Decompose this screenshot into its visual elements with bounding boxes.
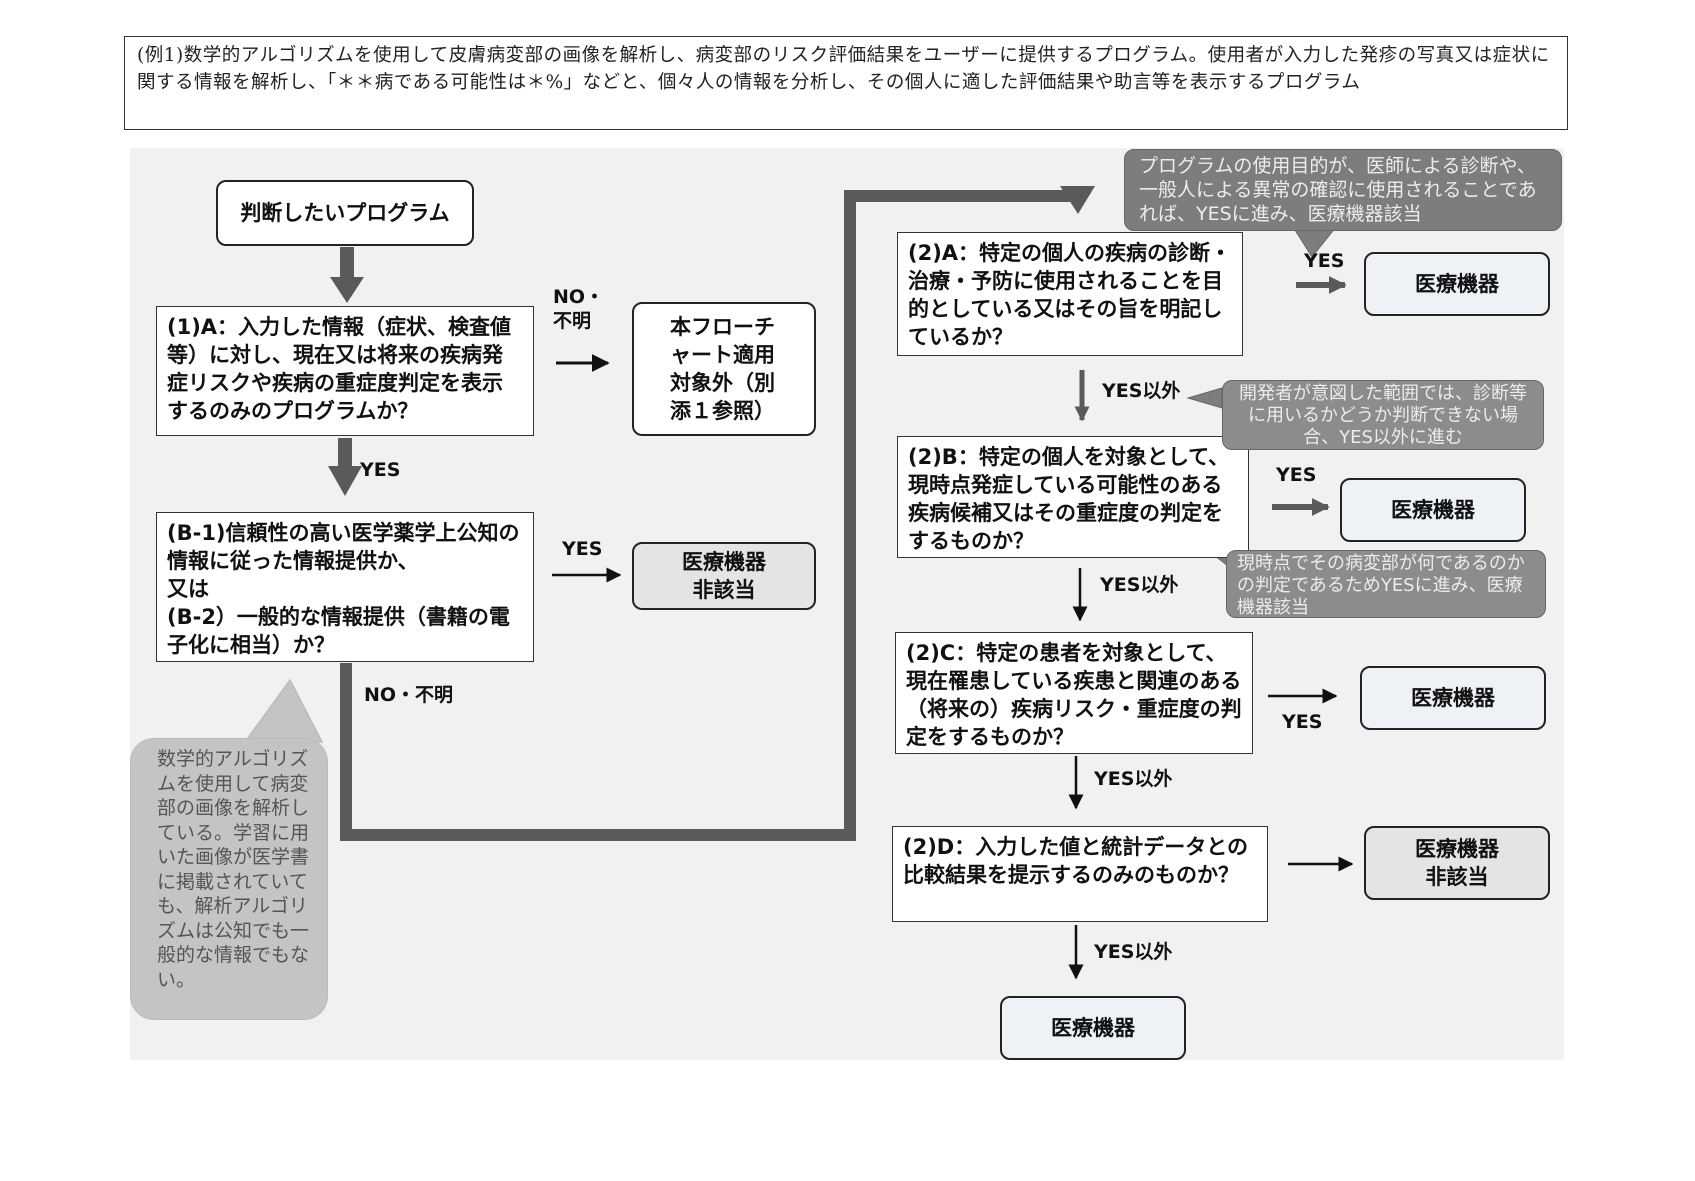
callout-current-judgment: 現時点でその病変部が何であるのかの判定であるためYESに進み、医療機器該当 xyxy=(1226,550,1546,618)
edge-label-yes-1a: YES xyxy=(360,459,401,481)
question-b: (B-1)信頼性の高い医学薬学上公知の情報に従った情報提供か、 又は (B-2）… xyxy=(156,512,534,662)
question-2a: (2)A：特定の個人の疾病の診断・治療・予防に使用されることを目的としている又は… xyxy=(897,232,1243,356)
edge-label-no-unknown-1: NO・ 不明 xyxy=(553,286,605,332)
example-description: (例1)数学的アルゴリズムを使用して皮膚病変部の画像を解析し、病変部のリスク評価… xyxy=(124,36,1568,130)
edge-label-yes-2c: YES xyxy=(1282,711,1323,733)
edge-label-yes-2a: YES xyxy=(1304,250,1345,272)
question-1a: (1)A：入力した情報（症状、検査値等）に対し、現在又は将来の疾病発症リスクや疾… xyxy=(156,306,534,436)
medical-device-node-a: 医療機器 xyxy=(1364,252,1550,316)
edge-label-not-yes-2b: YES以外 xyxy=(1100,574,1179,596)
medical-device-node-c: 医療機器 xyxy=(1360,666,1546,730)
callout-usage-purpose: プログラムの使用目的が、医師による診断や、一般人による異常の確認に使用されること… xyxy=(1124,149,1562,231)
edge-label-yes-b: YES xyxy=(562,538,603,560)
edge-label-yes-2b: YES xyxy=(1276,464,1317,486)
medical-device-node-end: 医療機器 xyxy=(1000,996,1186,1060)
start-node: 判断したいプログラム xyxy=(216,180,474,246)
non-device-node-2: 医療機器 非該当 xyxy=(1364,826,1550,900)
edge-label-not-yes-2d: YES以外 xyxy=(1094,941,1173,963)
out-of-scope-node: 本フローチ ャート適用 対象外（別 添１参照） xyxy=(632,302,816,436)
edge-label-not-yes-2a: YES以外 xyxy=(1102,380,1181,402)
callout-algorithm-note: 数学的アルゴリズムを使用して病変部の画像を解析している。学習に用いた画像が医学書… xyxy=(130,738,328,1020)
non-device-node-1: 医療機器 非該当 xyxy=(632,542,816,610)
edge-label-not-yes-2c: YES以外 xyxy=(1094,768,1173,790)
callout-developer-intent: 開発者が意図した範囲では、診断等に用いるかどうか判断できない場合、YES以外に進… xyxy=(1222,380,1544,450)
question-2c: (2)C：特定の患者を対象として、現在罹患している疾患と関連のある（将来の）疾病… xyxy=(895,632,1253,754)
question-2b: (2)B：特定の個人を対象として、現時点発症している可能性のある疾病候補又はその… xyxy=(897,436,1249,558)
edge-label-no-unknown-b: NO・不明 xyxy=(364,684,454,706)
question-2d: (2)D：入力した値と統計データとの比較結果を提示するのみのものか？ xyxy=(892,826,1268,922)
medical-device-node-b: 医療機器 xyxy=(1340,478,1526,542)
